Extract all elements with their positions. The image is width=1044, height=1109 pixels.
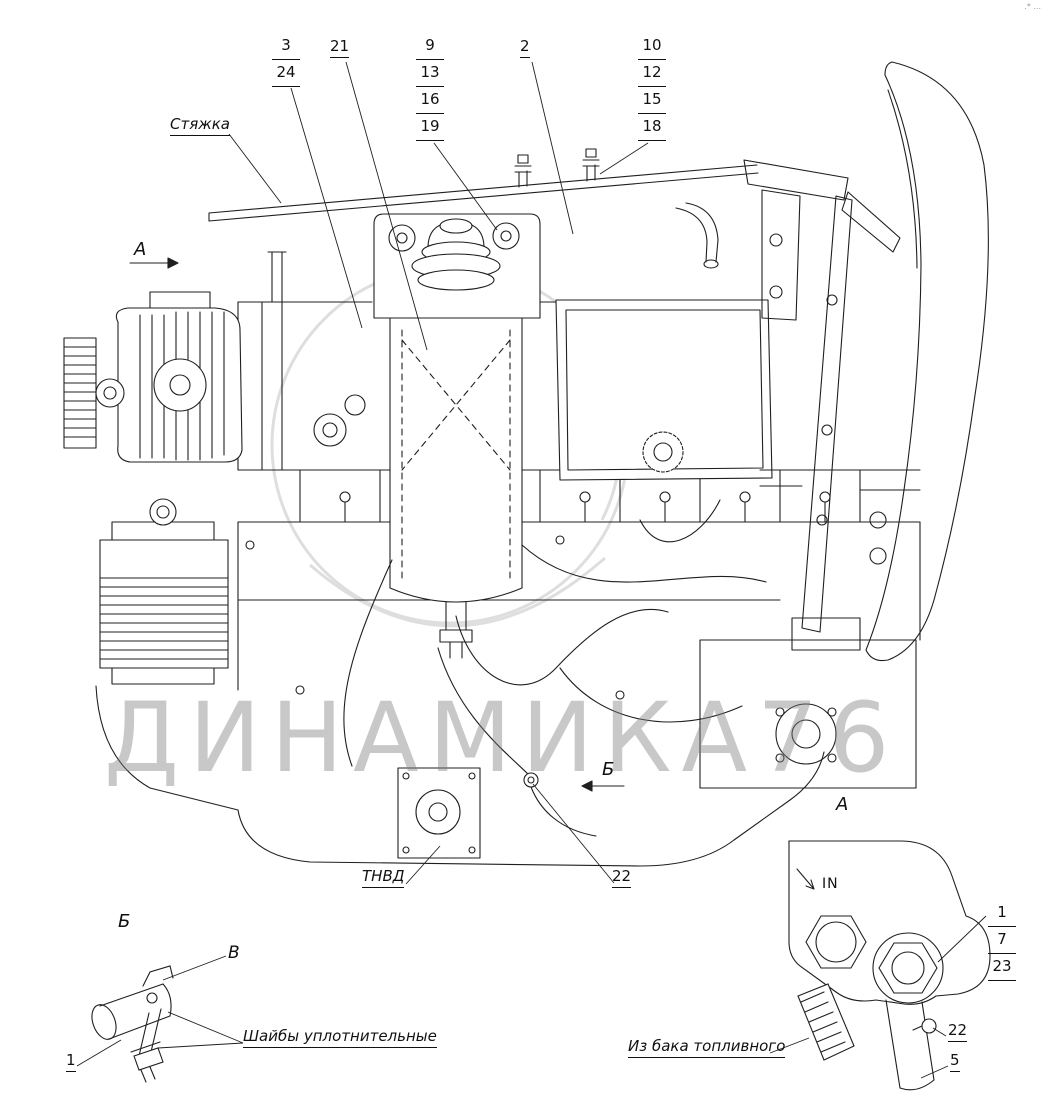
leader-lines (76, 61, 987, 1079)
corner-note: .* ... (1024, 2, 1041, 11)
fuel-filter (373, 213, 541, 659)
callout-number: 19 (416, 114, 444, 141)
watermark-text: ДИНАМИКА76 (104, 682, 900, 794)
fender-panel (865, 61, 989, 662)
injection-pump (397, 767, 481, 859)
callout-number: 16 (416, 87, 444, 114)
detail-b-title: Б (118, 911, 131, 932)
callout-21: 21 (330, 37, 350, 59)
callout-number: 12 (638, 60, 666, 87)
callout-number: 7 (988, 927, 1016, 954)
fuel-lines (343, 499, 767, 837)
label-tnvd: ТНВД (362, 867, 405, 889)
callout-number: 24 (272, 60, 300, 87)
callout-number: 3 (272, 33, 300, 60)
callout-number: 15 (638, 87, 666, 114)
hose-cut (797, 983, 855, 1061)
detail-v-marker: В (228, 943, 240, 963)
callout-number: 23 (988, 954, 1016, 981)
section-marker-a: А (134, 239, 147, 260)
callout-2: 2 (520, 37, 530, 59)
rod-bolt-1 (514, 154, 532, 188)
label-styazhka: Стяжка (170, 115, 230, 137)
callout-number: 10 (638, 33, 666, 60)
callout-stack-1-7-23: 1 7 23 (988, 900, 1016, 981)
callout-22-detail-a: 22 (948, 1021, 968, 1043)
label-in-port: IN (822, 876, 839, 892)
callout-number: 1 (988, 900, 1016, 927)
callout-1-detail-b: 1 (66, 1051, 76, 1073)
callout-stack-3-24: 3 24 (272, 33, 300, 87)
callout-stack-9-13-16-19: 9 13 16 19 (416, 33, 444, 141)
main-view (63, 61, 989, 867)
breather-pipe (675, 202, 719, 269)
callout-number: 9 (416, 33, 444, 60)
callout-number: 13 (416, 60, 444, 87)
label-from-fuel-tank: Из бака топливного (628, 1037, 786, 1059)
rod-bolt-2 (582, 148, 600, 182)
section-marker-b: Б (602, 759, 615, 780)
detail-a-title: А (836, 794, 849, 815)
generator-and-pulleys (63, 291, 243, 463)
label-washers: Шайбы уплотнительные (243, 1027, 437, 1049)
mounting-bracket (743, 159, 901, 633)
detail-view-a (788, 840, 991, 1091)
in-arrow (796, 868, 815, 890)
callout-stack-10-12-15-18: 10 12 15 18 (638, 33, 666, 141)
detail-view-b (91, 965, 174, 1083)
tie-rod (208, 148, 759, 222)
callout-22-main: 22 (612, 867, 632, 889)
air-compressor (99, 498, 229, 685)
callout-5-detail-a: 5 (950, 1051, 960, 1073)
section-arrows (129, 257, 625, 792)
callout-number: 18 (638, 114, 666, 141)
equipment-box (555, 299, 773, 481)
